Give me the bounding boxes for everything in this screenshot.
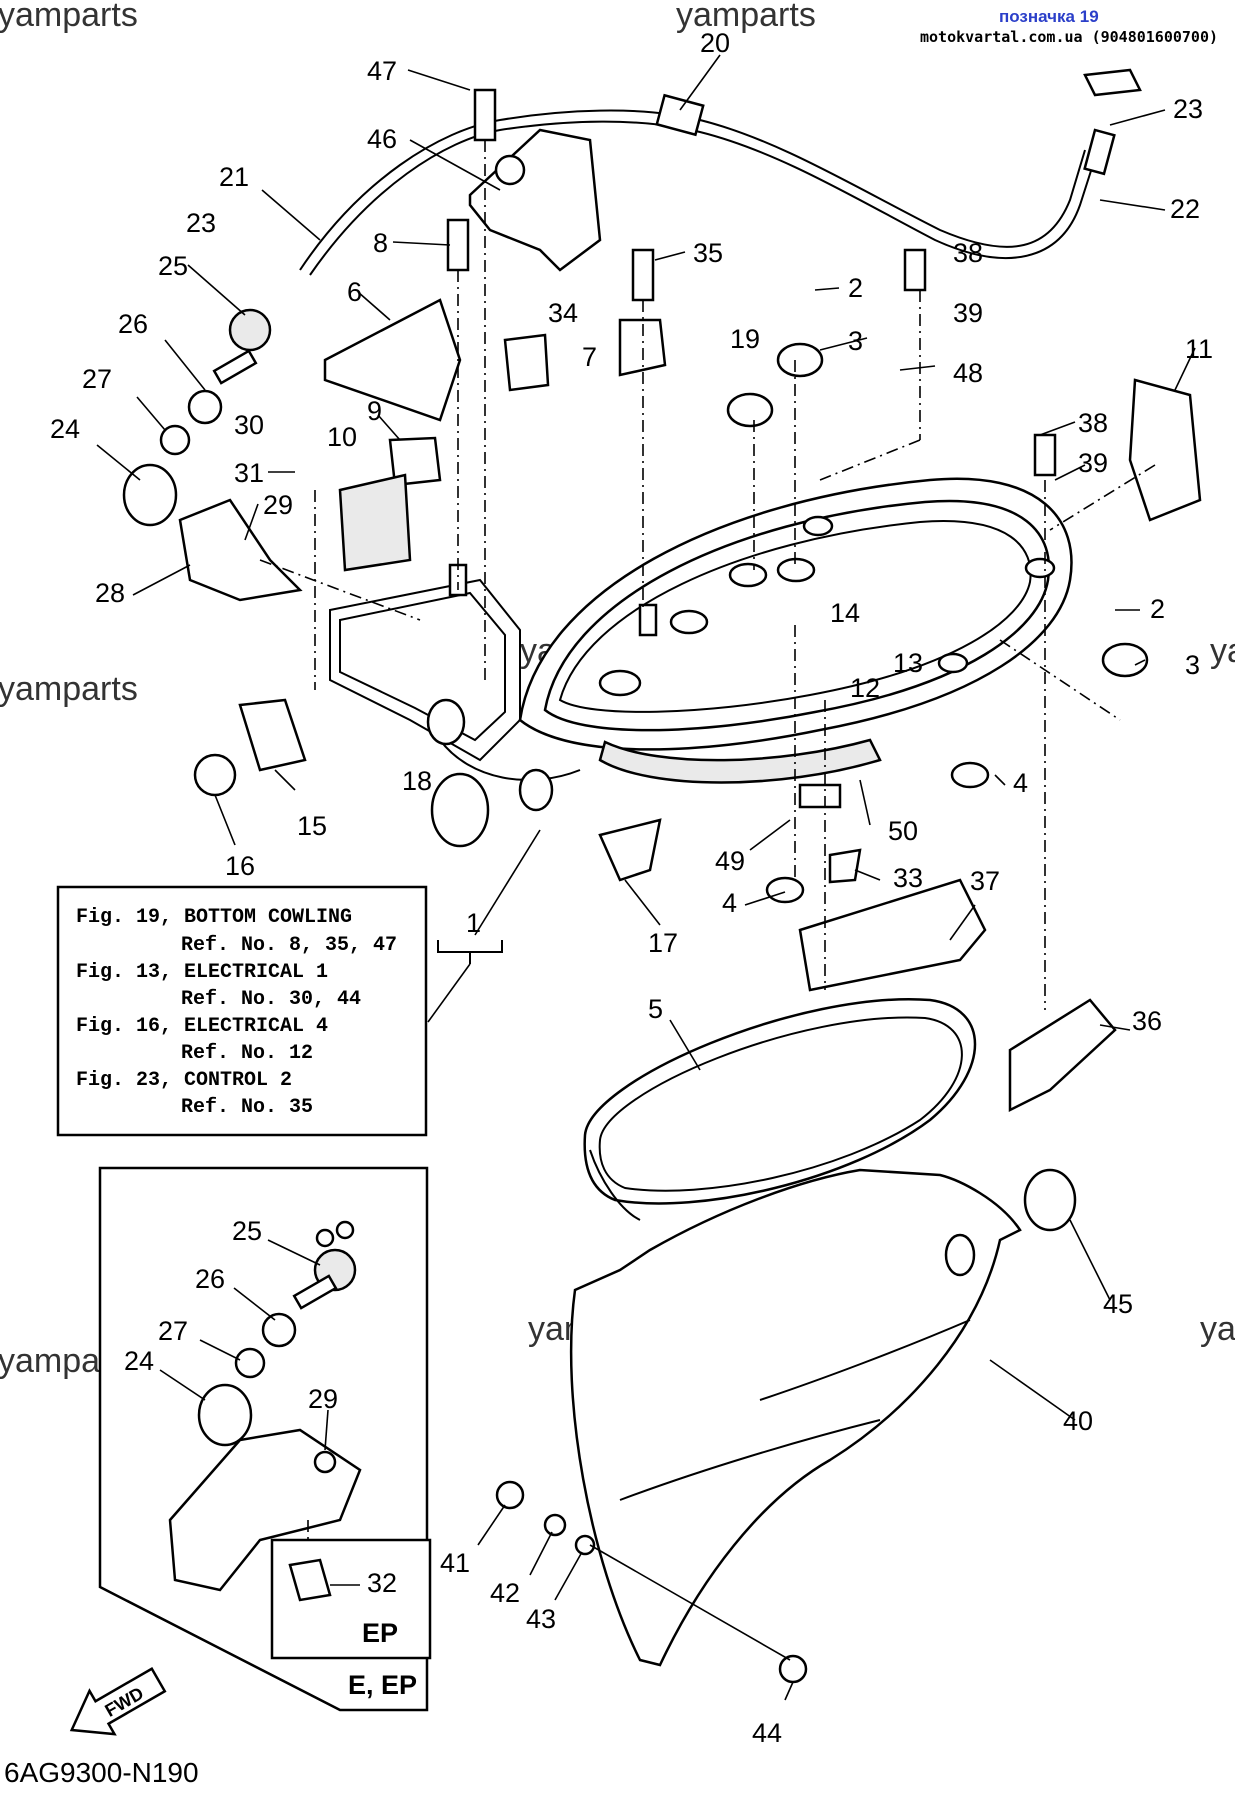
watermark: yamparts	[676, 0, 816, 34]
callout-2: 2	[1150, 594, 1165, 624]
callout-23: 23	[186, 208, 216, 238]
callout-1: 1	[466, 908, 481, 938]
callout-34: 34	[548, 298, 578, 328]
callout-24: 24	[124, 1346, 154, 1376]
callout-30: 30	[234, 410, 264, 440]
variant-label: E, EP	[348, 1670, 417, 1700]
callout-29: 29	[308, 1384, 338, 1414]
bracket-part	[446, 88, 1057, 477]
callout-46: 46	[367, 124, 397, 154]
callout-45: 45	[1103, 1289, 1133, 1319]
callout-6: 6	[347, 277, 362, 307]
lower-fasteners	[495, 1480, 808, 1684]
cable-hose-part	[299, 68, 1142, 276]
reference-line: Fig. 16, ELECTRICAL 4	[76, 1015, 328, 1038]
callout-4: 4	[1013, 768, 1028, 798]
fwd-arrow-icon: FWD	[69, 1667, 167, 1736]
watermark: yamparts	[0, 0, 138, 34]
reference-line: Ref. No. 8, 35, 47	[181, 934, 397, 957]
callout-22: 22	[1170, 194, 1200, 224]
callout-47: 47	[367, 56, 397, 86]
callout-43: 43	[526, 1604, 556, 1634]
watermark: yamparts	[1200, 1310, 1235, 1348]
callout-37: 37	[970, 866, 1000, 896]
callout-3: 3	[848, 326, 863, 356]
reference-line: Ref. No. 30, 44	[181, 988, 361, 1011]
callout-39: 39	[1078, 448, 1108, 478]
callout-42: 42	[490, 1578, 520, 1608]
callout-26: 26	[118, 309, 148, 339]
callout-36: 36	[1132, 1006, 1162, 1036]
inset-variant-box: EP E, EP 25 26 27 24 29 32	[98, 1166, 432, 1712]
lower-cowling-part	[569, 1168, 1022, 1667]
callout-33: 33	[893, 863, 923, 893]
callout-numbers: 47 20 23 46 21 22 23 8 35 38 25 2 39 6 3…	[50, 28, 1213, 1748]
callout-16: 16	[225, 851, 255, 881]
callout-18: 18	[402, 766, 432, 796]
callout-35: 35	[693, 238, 723, 268]
callout-50: 50	[888, 816, 918, 846]
callout-41: 41	[440, 1548, 470, 1578]
reference-line: Ref. No. 12	[181, 1042, 313, 1065]
callout-leaders	[96, 54, 1196, 1701]
watermark: yamparts	[0, 670, 138, 708]
callout-12: 12	[850, 673, 880, 703]
left-parts	[122, 308, 303, 602]
callout-17: 17	[648, 928, 678, 958]
reference-line: Ref. No. 35	[181, 1096, 313, 1119]
callout-19: 19	[730, 324, 760, 354]
callout-39: 39	[953, 298, 983, 328]
watermark: yamparts	[1210, 632, 1235, 670]
mid-left-parts	[193, 698, 862, 884]
callout-20: 20	[700, 28, 730, 58]
callout-25: 25	[232, 1216, 262, 1246]
callout-48: 48	[953, 358, 983, 388]
callout-26: 26	[195, 1264, 225, 1294]
callout-11: 11	[1185, 334, 1213, 364]
callout-3: 3	[1185, 650, 1200, 680]
reference-line: Fig. 13, ELECTRICAL 1	[76, 961, 328, 984]
callout-9: 9	[367, 396, 382, 426]
reference-line: Fig. 19, BOTTOM COWLING	[76, 906, 352, 929]
callout-13: 13	[893, 648, 923, 678]
reference-line: Fig. 23, CONTROL 2	[76, 1069, 292, 1092]
callout-8: 8	[373, 228, 388, 258]
leader-lines	[259, 140, 1156, 1010]
callout-27: 27	[82, 364, 112, 394]
callout-10: 10	[327, 422, 357, 452]
callout-7: 7	[582, 342, 597, 372]
callout-24: 24	[50, 414, 80, 444]
callout-38: 38	[1078, 408, 1108, 438]
callout-28: 28	[95, 578, 125, 608]
callout-29: 29	[263, 490, 293, 520]
callout-23: 23	[1173, 94, 1203, 124]
callout-2: 2	[848, 273, 863, 303]
seal-part	[583, 997, 977, 1221]
callout-31: 31	[234, 458, 264, 488]
callout-27: 27	[158, 1316, 188, 1346]
ep-label: EP	[362, 1618, 398, 1648]
callout-21: 21	[219, 162, 249, 192]
callout-4: 4	[722, 888, 737, 918]
diagram-code: 6AG9300-N190	[4, 1757, 199, 1788]
bottom-cowling-part	[329, 477, 1073, 812]
right-lower-parts	[798, 878, 1117, 1232]
callout-32: 32	[367, 1568, 397, 1598]
callout-40: 40	[1063, 1406, 1093, 1436]
callout-5: 5	[648, 994, 663, 1024]
callout-49: 49	[715, 846, 745, 876]
reference-box: Fig. 19, BOTTOM COWLING Ref. No. 8, 35, …	[56, 885, 503, 1137]
callout-38: 38	[953, 238, 983, 268]
callout-15: 15	[297, 811, 327, 841]
ref-label: позначка 19	[999, 7, 1099, 26]
callout-14: 14	[830, 598, 860, 628]
source-label: motokvartal.com.ua (904801600700)	[920, 28, 1218, 46]
callout-25: 25	[158, 251, 188, 281]
small-parts	[323, 298, 1202, 904]
callout-44: 44	[752, 1718, 782, 1748]
